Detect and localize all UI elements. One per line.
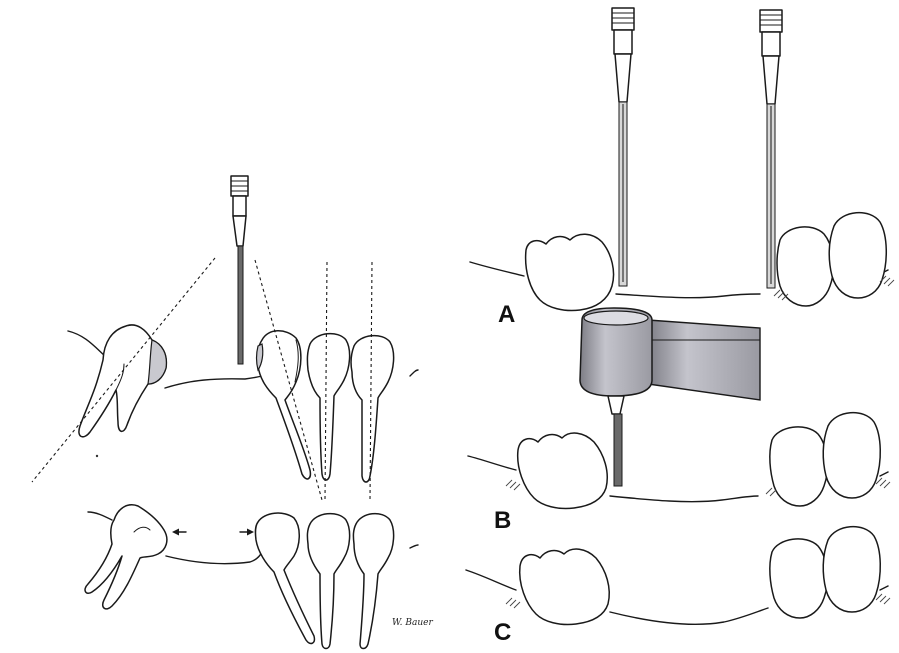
- molar-a: [526, 234, 614, 310]
- left-diagram: W. Bauer: [32, 176, 434, 649]
- premolar-a-1: [777, 227, 833, 306]
- molar-b: [518, 433, 608, 508]
- tooth-row-upper: [257, 331, 394, 482]
- tooth-row-lower: [255, 513, 393, 648]
- premolar-b-1: [770, 427, 828, 506]
- handpiece: [580, 308, 760, 414]
- panel-c: C: [466, 527, 890, 646]
- bur: [614, 414, 622, 486]
- molar-c: [520, 549, 610, 624]
- probe-a-left: [612, 8, 634, 286]
- panel-a: A: [470, 8, 894, 328]
- artist-signature: W. Bauer: [392, 618, 434, 628]
- panel-label-a: A: [498, 301, 515, 328]
- panel-b: B: [468, 308, 890, 534]
- premolar-a-2: [829, 213, 886, 298]
- periodontal-probe-left: [231, 176, 248, 364]
- panel-label-b: B: [494, 507, 511, 534]
- premolar-c-2: [823, 527, 880, 612]
- premolar-b-2: [823, 413, 880, 498]
- movement-arrows: [172, 529, 254, 536]
- marker-dot: [96, 455, 98, 457]
- uprighted-molar-lower: [85, 505, 167, 609]
- panel-label-c: C: [494, 619, 511, 646]
- premolar-c-1: [770, 539, 828, 618]
- tilted-molar-upper: [79, 325, 166, 437]
